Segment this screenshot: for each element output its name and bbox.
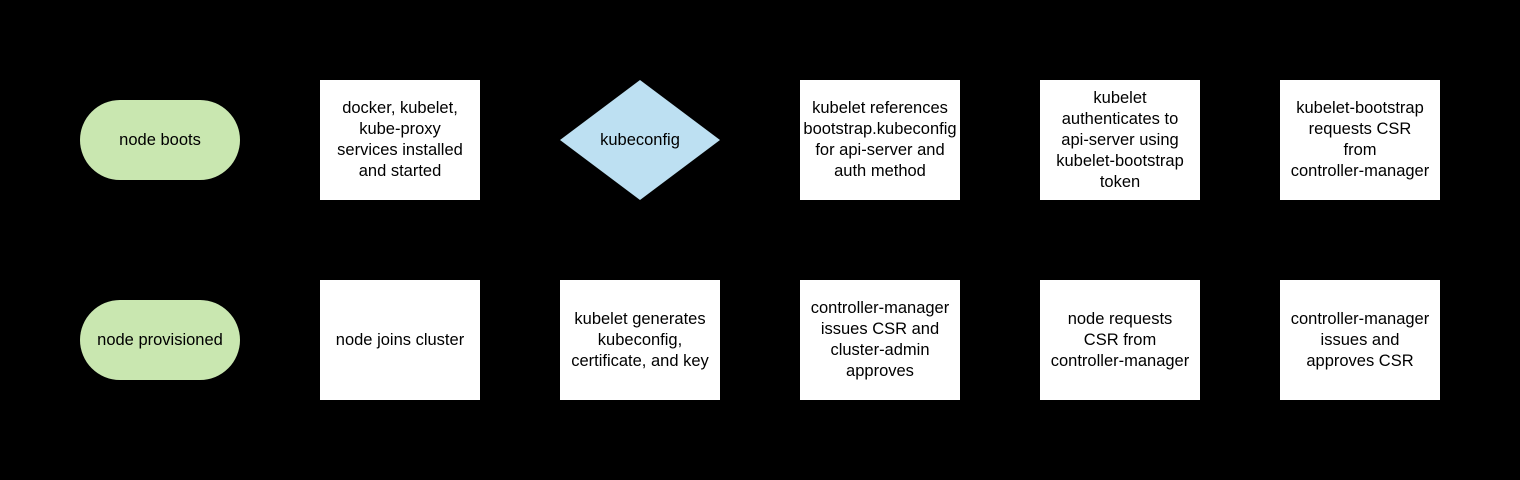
process-controller-manager-issues-csr-cluster-admin-approves: controller-manager issues CSR and cluste… xyxy=(800,280,960,400)
process-kubelet-generates-kubeconfig: kubelet generates kubeconfig, certificat… xyxy=(560,280,720,400)
process-controller-manager-issues-and-approves-csr-label: controller-manager issues and approves C… xyxy=(1290,309,1430,370)
process-controller-manager-issues-csr-cluster-admin-approves-label: controller-manager issues CSR and cluste… xyxy=(810,299,950,380)
process-kubelet-references-bootstrap-kubeconfig: kubelet references bootstrap.kubeconfig … xyxy=(800,80,960,200)
process-kubelet-generates-kubeconfig-label: kubelet generates kubeconfig, certificat… xyxy=(571,309,709,370)
terminal-node-boots: node boots xyxy=(80,100,240,180)
terminal-node-provisioned: node provisioned xyxy=(80,300,240,380)
terminal-node-provisioned-label: node provisioned xyxy=(97,330,223,349)
decision-kubeconfig: kubeconfig xyxy=(560,80,720,200)
process-kubelet-bootstrap-requests-csr-label: kubelet-bootstrap requests CSR from cont… xyxy=(1290,99,1430,180)
process-kubelet-authenticates-api-server: kubelet authenticates to api-server usin… xyxy=(1040,80,1200,200)
process-kubelet-bootstrap-requests-csr: kubelet-bootstrap requests CSR from cont… xyxy=(1280,80,1440,200)
terminal-node-boots-label: node boots xyxy=(119,130,201,149)
process-services-installed-started-label: docker, kubelet, kube-proxy services ins… xyxy=(337,99,463,180)
process-node-requests-csr: node requests CSR from controller-manage… xyxy=(1040,280,1200,400)
process-kubelet-references-bootstrap-kubeconfig-label: kubelet references bootstrap.kubeconfig … xyxy=(803,99,957,180)
process-kubelet-authenticates-api-server-label: kubelet authenticates to api-server usin… xyxy=(1056,88,1184,191)
process-services-installed-started: docker, kubelet, kube-proxy services ins… xyxy=(320,80,480,200)
decision-kubeconfig-label: kubeconfig xyxy=(600,130,680,149)
process-node-joins-cluster-label: node joins cluster xyxy=(335,330,465,349)
process-node-requests-csr-label: node requests CSR from controller-manage… xyxy=(1050,309,1190,370)
process-node-joins-cluster: node joins cluster xyxy=(320,280,480,400)
process-controller-manager-issues-and-approves-csr: controller-manager issues and approves C… xyxy=(1280,280,1440,400)
